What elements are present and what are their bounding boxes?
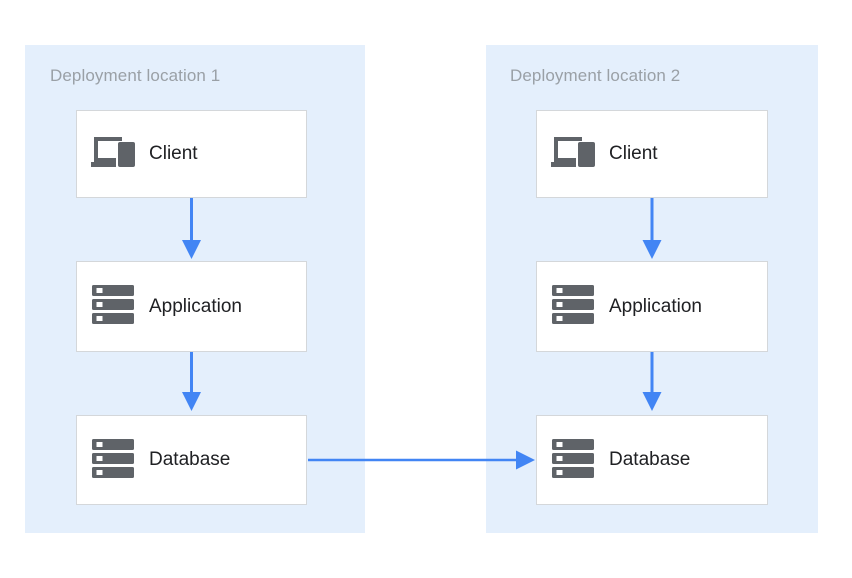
server-icon	[91, 282, 135, 331]
node-client-2[interactable]: Client	[536, 110, 768, 198]
node-client-1[interactable]: Client	[76, 110, 307, 198]
node-application-1-label: Application	[149, 295, 242, 317]
node-database-2[interactable]: Database	[536, 415, 768, 505]
server-icon	[91, 436, 135, 485]
node-database-1-label: Database	[149, 449, 231, 470]
node-application-2[interactable]: Application	[536, 261, 768, 352]
server-icon	[551, 436, 595, 485]
server-icon	[551, 282, 595, 331]
node-application-2-label: Application	[609, 295, 702, 317]
node-database-2-label: Database	[609, 449, 691, 470]
node-application-1[interactable]: Application	[76, 261, 307, 352]
devices-icon	[91, 135, 135, 174]
zone-2-label: Deployment location 2	[510, 66, 681, 85]
devices-icon	[551, 135, 595, 174]
zone-1-label: Deployment location 1	[50, 66, 221, 85]
node-database-1[interactable]: Database	[76, 415, 307, 505]
node-client-1-label: Client	[149, 143, 198, 164]
node-client-2-label: Client	[609, 143, 658, 164]
